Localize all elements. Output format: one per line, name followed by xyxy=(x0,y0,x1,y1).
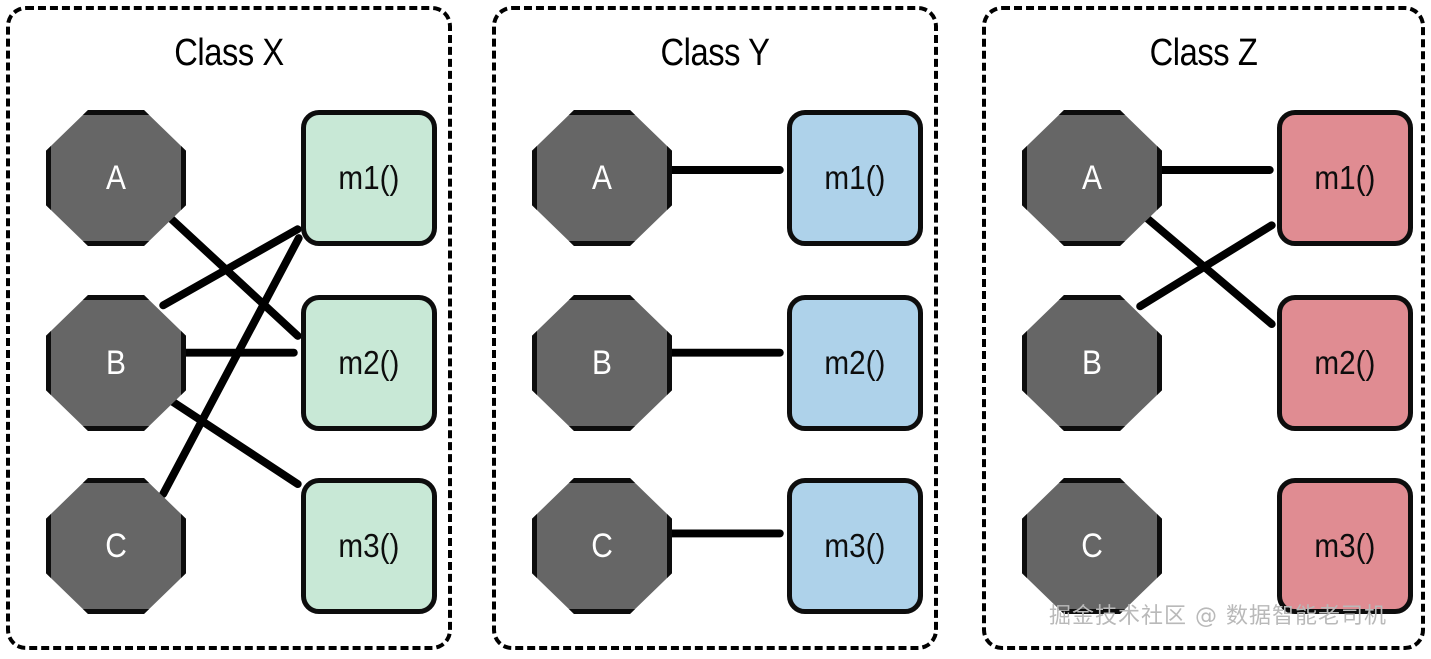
class-node-B[interactable]: B xyxy=(46,295,186,431)
panel-class-z: Class Z A B C m1() m2() m3() xyxy=(982,6,1425,650)
class-node-label: A xyxy=(1082,158,1102,197)
class-node-C[interactable]: C xyxy=(532,478,672,614)
panel-class-x: Class X A B C m1() m2 xyxy=(6,6,452,650)
class-node-label: A xyxy=(592,158,612,197)
octagon-shape xyxy=(532,110,672,246)
method-node-m2[interactable]: m2() xyxy=(301,295,437,431)
class-node-label: A xyxy=(106,158,126,197)
class-node-C[interactable]: C xyxy=(1022,478,1162,614)
method-node-label: m3() xyxy=(824,527,886,564)
panel-title-class-y: Class Y xyxy=(660,32,770,74)
class-node-A[interactable]: A xyxy=(532,110,672,246)
method-node-label: m3() xyxy=(338,527,400,564)
class-node-label: B xyxy=(592,343,612,382)
class-node-A[interactable]: A xyxy=(46,110,186,246)
class-node-A[interactable]: A xyxy=(1022,110,1162,246)
watermark: 掘金技术社区 @ 数据智能老司机 xyxy=(1049,604,1387,629)
panel-title-class-x: Class X xyxy=(174,32,284,74)
octagon-shape xyxy=(532,478,672,614)
panel-class-y: Class Y A B C m1() m2() m3() xyxy=(492,6,938,650)
method-node-m2[interactable]: m2() xyxy=(787,295,923,431)
method-node-m3[interactable]: m3() xyxy=(787,478,923,614)
class-node-label: C xyxy=(591,526,613,565)
class-node-B[interactable]: B xyxy=(1022,295,1162,431)
method-node-label: m2() xyxy=(824,344,886,381)
class-node-B[interactable]: B xyxy=(532,295,672,431)
class-node-label: C xyxy=(1081,526,1103,565)
class-node-label: B xyxy=(106,343,126,382)
method-node-m1[interactable]: m1() xyxy=(1277,110,1413,246)
octagon-shape xyxy=(46,110,186,246)
octagon-shape xyxy=(532,295,672,431)
method-node-label: m1() xyxy=(338,159,400,196)
class-node-C[interactable]: C xyxy=(46,478,186,614)
method-node-m1[interactable]: m1() xyxy=(301,110,437,246)
method-node-m2[interactable]: m2() xyxy=(1277,295,1413,431)
method-node-m3[interactable]: m3() xyxy=(301,478,437,614)
octagon-shape xyxy=(46,478,186,614)
octagon-shape xyxy=(1022,478,1162,614)
method-node-label: m1() xyxy=(1314,159,1376,196)
method-node-m1[interactable]: m1() xyxy=(787,110,923,246)
octagon-shape xyxy=(1022,110,1162,246)
panel-title-class-z: Class Z xyxy=(1149,32,1258,74)
class-node-label: C xyxy=(105,526,127,565)
method-node-label: m1() xyxy=(824,159,886,196)
octagon-shape xyxy=(46,295,186,431)
method-node-label: m2() xyxy=(338,344,400,381)
class-node-label: B xyxy=(1082,343,1102,382)
octagon-shape xyxy=(1022,295,1162,431)
method-node-label: m3() xyxy=(1314,527,1376,564)
method-node-m3[interactable]: m3() xyxy=(1277,478,1413,614)
method-node-label: m2() xyxy=(1314,344,1376,381)
